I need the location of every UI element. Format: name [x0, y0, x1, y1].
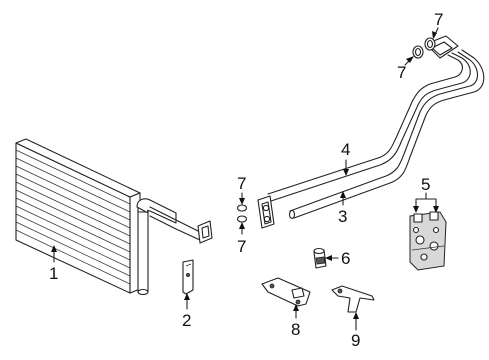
callout-5: 5: [421, 175, 430, 194]
callout-3: 3: [338, 207, 347, 226]
callout-7-left-upper: 7: [237, 174, 246, 193]
callout-6: 6: [341, 249, 350, 268]
callout-2: 2: [182, 311, 191, 330]
bracket-9: [331, 285, 375, 313]
callout-1: 1: [49, 264, 58, 283]
bracket-2: [182, 259, 194, 295]
callout-9: 9: [351, 331, 360, 350]
bracket-8: [261, 277, 311, 307]
callout-labels: 1 2 3 4 5 6 7 7 7 7 8 9: [49, 10, 443, 350]
callout-7-top-right-upper: 7: [434, 10, 443, 29]
callout-4: 4: [341, 140, 350, 159]
callout-7-top-right-lower: 7: [397, 63, 406, 82]
callout-8: 8: [291, 320, 300, 339]
clip-6: [313, 247, 327, 269]
cooler-radiator: [15, 138, 213, 296]
cooler-lines: [257, 35, 485, 229]
valve-5: [409, 211, 447, 271]
leader-lines: [51, 27, 439, 331]
o-rings-left: [236, 204, 248, 223]
callout-7-left-lower: 7: [237, 237, 246, 256]
